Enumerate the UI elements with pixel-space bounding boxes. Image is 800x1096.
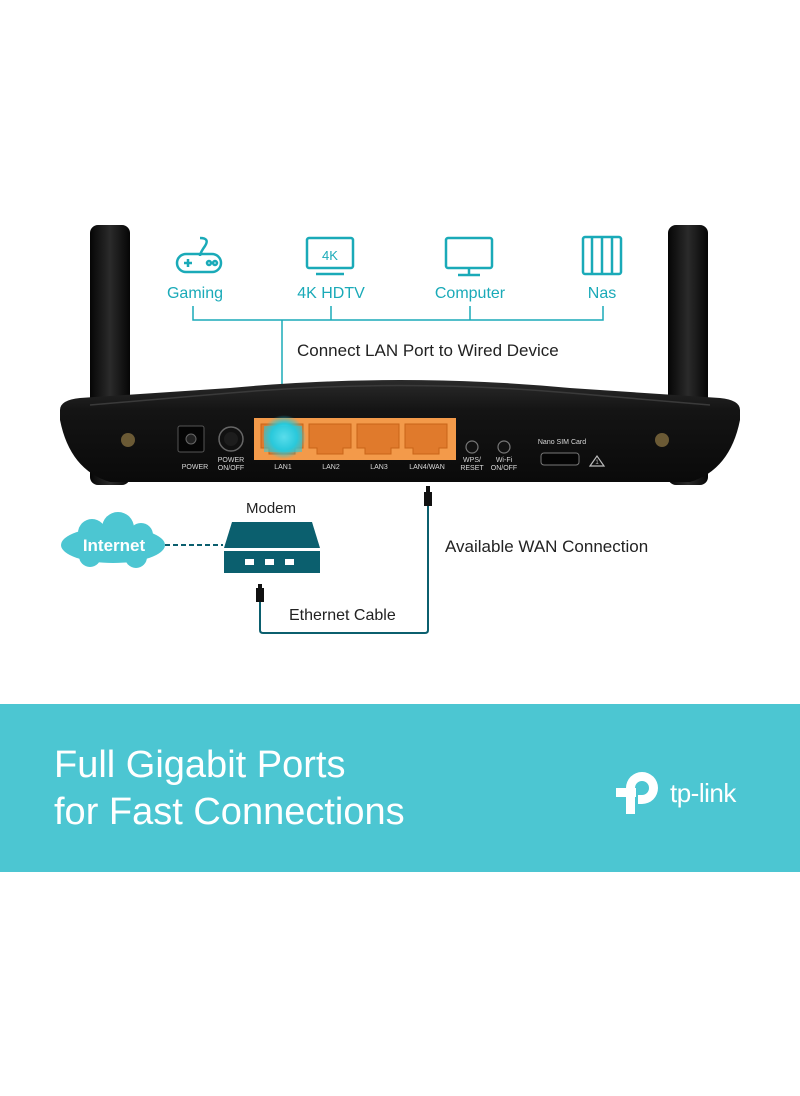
power-port-label: POWER	[182, 464, 208, 471]
nas-label: Nas	[588, 285, 616, 302]
wan-connection-text: Available WAN Connection	[445, 537, 648, 556]
ethernet-cable	[256, 486, 432, 634]
wifi-button	[497, 440, 511, 454]
monitor-icon	[444, 236, 494, 277]
headline-line-1: Full Gigabit Ports	[54, 744, 346, 786]
router: 1	[60, 380, 740, 482]
power-onoff-label-2: ON/OFF	[218, 465, 244, 472]
wifi-label-1: Wi-Fi	[496, 457, 513, 464]
nano-sim-label: Nano SIM Card	[538, 439, 586, 446]
modem-icon	[224, 522, 320, 573]
internet-label: Internet	[83, 536, 146, 555]
nas-icon	[581, 235, 623, 276]
internet-cloud	[61, 512, 165, 568]
lan3-label: LAN3	[370, 464, 388, 471]
connect-lan-text: Connect LAN Port to Wired Device	[297, 341, 559, 360]
tp-link-logo-text: tp-link	[670, 778, 736, 808]
gamepad-icon	[175, 236, 223, 274]
tv-icon	[305, 236, 355, 276]
wifi-label-2: ON/OFF	[491, 465, 517, 472]
headline-line-2: for Fast Connections	[54, 791, 405, 833]
wps-label-1: WPS/	[463, 457, 481, 464]
modem-label: Modem	[246, 500, 296, 517]
tp-link-logo-icon	[616, 772, 658, 814]
tp-link-logo: tp-link	[616, 768, 766, 820]
hdtv-label: 4K HDTV	[297, 285, 365, 302]
lan2-label: LAN2	[322, 464, 340, 471]
computer-label: Computer	[435, 285, 506, 302]
svg-text:1: 1	[595, 460, 599, 466]
lan1-label: LAN1	[274, 464, 292, 471]
feature-banner: Full Gigabit Ports for Fast Connections …	[0, 704, 800, 872]
connection-diagram: 4K Gaming 4K HDTV Computer Nas Connect L…	[60, 225, 740, 634]
wps-button	[465, 440, 479, 454]
sim-slot	[540, 452, 580, 466]
power-onoff-label-1: POWER	[218, 457, 244, 464]
wps-label-2: RESET	[460, 465, 484, 472]
lan4wan-label: LAN4/WAN	[409, 464, 445, 471]
ethernet-cable-text: Ethernet Cable	[289, 607, 396, 624]
tv-screen-text: 4K	[322, 248, 338, 263]
gaming-label: Gaming	[167, 285, 223, 302]
